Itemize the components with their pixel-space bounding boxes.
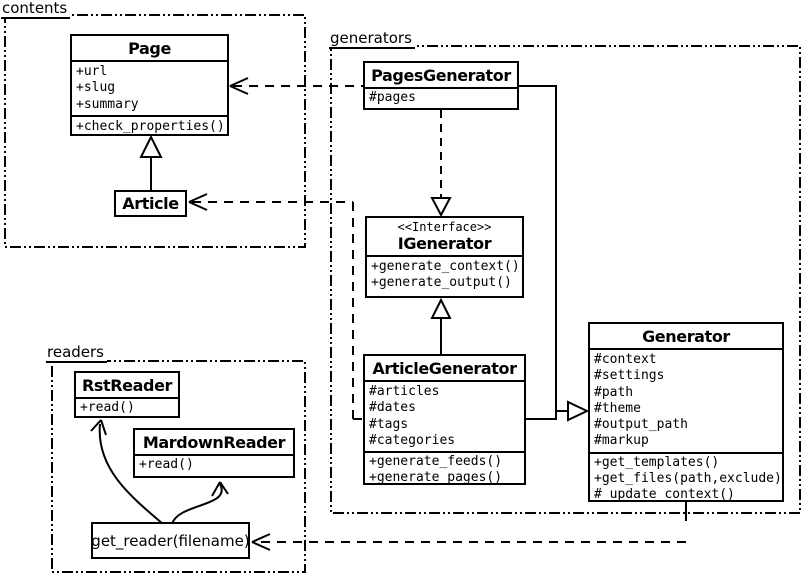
method: +get_templates(): [594, 454, 720, 470]
method: +get_files(path,exclude): [594, 471, 782, 487]
get-reader-label: get_reader(filename): [91, 531, 250, 550]
attribute: #dates: [369, 400, 416, 416]
article-to-page-triangle: [139, 134, 163, 158]
class-rstreader-methods: +read(): [76, 397, 178, 416]
attribute: #theme: [594, 400, 641, 416]
class-generator-attributes: #context #settings #path #theme #output_…: [590, 348, 782, 452]
method: +read(): [139, 457, 194, 472]
attribute: +slug: [76, 80, 116, 96]
class-articlegenerator-attributes: #articles #dates #tags #categories: [365, 380, 524, 451]
method: +read(): [80, 400, 135, 415]
class-rstreader: RstReader +read(): [74, 371, 180, 418]
class-page-attributes: +url +slug +summary: [72, 60, 227, 115]
package-contents-label: contents: [1, 0, 71, 19]
class-article-title: Article: [122, 194, 179, 213]
getreader-to-mardownreader-curve: [171, 483, 223, 525]
interface-igenerator-header: <<Interface>> IGenerator: [367, 218, 522, 255]
articlegenerator-to-igenerator-triangle: [430, 297, 452, 319]
pagesgenerator-to-page-arrowhead: [229, 77, 249, 95]
method: +generate_pages(): [369, 470, 503, 485]
getreader-to-mardownreader-arrowhead: [211, 481, 229, 497]
method: +generate_output(): [371, 275, 512, 291]
attribute: #pages: [369, 90, 416, 105]
class-rstreader-title: RstReader: [81, 376, 173, 395]
class-articlegenerator: ArticleGenerator #articles #dates #tags …: [363, 354, 526, 485]
class-mardownreader: MardownReader +read(): [133, 428, 295, 478]
class-page-title: Page: [128, 39, 171, 58]
generator-inheritance-lines: [519, 85, 569, 420]
getreader-to-rstreader-curve: [98, 423, 164, 525]
method: #_update_context(): [594, 487, 735, 502]
class-articlegenerator-methods: +generate_feeds() +generate_pages(): [365, 451, 524, 485]
class-page-methods: +check_properties(): [72, 114, 227, 134]
class-generator: Generator #context #settings #path #them…: [588, 322, 784, 502]
class-article: Article: [114, 190, 187, 217]
getreader-to-rstreader-arrowhead: [90, 419, 107, 436]
method: +check_properties(): [76, 118, 225, 134]
class-page: Page +url +slug +summary +check_properti…: [70, 34, 229, 136]
articlegenerator-to-article-arrowhead: [188, 193, 208, 211]
interface-stereotype: <<Interface>>: [397, 220, 492, 234]
class-generator-methods: +get_templates() +get_files(path,exclude…: [590, 451, 782, 502]
attribute: #tags: [369, 416, 409, 432]
attribute: #settings: [594, 368, 665, 384]
interface-igenerator: <<Interface>> IGenerator +generate_conte…: [365, 216, 524, 298]
attribute: #categories: [369, 432, 456, 448]
generator-to-getreader-arrowhead: [251, 533, 271, 551]
class-mardownreader-title: MardownReader: [142, 433, 286, 452]
class-pagesgenerator: PagesGenerator #pages: [363, 61, 519, 110]
attribute: #articles: [369, 384, 440, 399]
attribute: #path: [594, 384, 634, 400]
class-articlegenerator-title: ArticleGenerator: [372, 359, 517, 378]
package-generators-border: [330, 45, 801, 514]
package-contents-border: [4, 14, 306, 248]
attribute: #context: [594, 352, 657, 367]
method: +generate_feeds(): [369, 454, 503, 470]
attribute: +url: [76, 64, 108, 79]
package-generators-label: generators: [329, 30, 415, 49]
class-generator-title: Generator: [642, 327, 730, 346]
class-pagesgenerator-attributes: #pages: [365, 87, 517, 107]
interface-igenerator-title: IGenerator: [397, 234, 492, 253]
attribute: #markup: [594, 433, 649, 449]
generator-inheritance-triangle: [567, 400, 590, 422]
method: +generate_context(): [371, 259, 520, 274]
pagesgenerator-to-igenerator-triangle: [430, 197, 452, 218]
attribute: +summary: [76, 96, 139, 112]
class-pagesgenerator-title: PagesGenerator: [371, 66, 511, 85]
attribute: #output_path: [594, 417, 688, 433]
get-reader-node: get_reader(filename): [91, 522, 250, 559]
package-readers-label: readers: [46, 344, 107, 363]
articlegenerator-to-article-dashed: [192, 201, 364, 420]
package-readers-border: [51, 360, 306, 573]
interface-igenerator-methods: +generate_context() +generate_output(): [367, 255, 522, 294]
class-mardownreader-methods: +read(): [135, 454, 293, 474]
